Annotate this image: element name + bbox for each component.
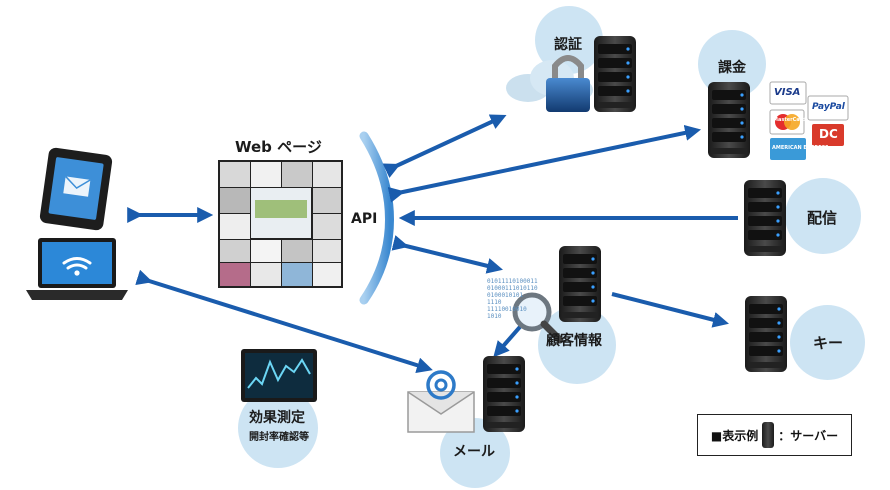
envelope-at-icon: [407, 370, 475, 433]
binary-line: 0100010101: [487, 292, 524, 299]
server-icon-mail: [483, 356, 525, 432]
tablet-mail-icon: [39, 147, 113, 231]
payment-brand-icons: [769, 81, 849, 160]
brand-mastercard: MasterCard: [773, 117, 806, 123]
server-icon-customer: [559, 246, 601, 322]
label-auth: 認証: [554, 37, 582, 53]
label-effect-sub: 開封率確認等: [249, 432, 309, 443]
binary-data-block: 01011110100011 01000111010110 0100010101…: [487, 278, 538, 320]
label-effect: 効果測定: [249, 410, 305, 426]
laptop-wifi-icon: [26, 238, 128, 300]
brand-paypal: PayPal: [812, 102, 845, 112]
binary-line: 01000111010110: [487, 285, 538, 292]
label-api: API: [351, 211, 378, 227]
arrow-api-auth: [382, 114, 507, 178]
bubble-delivery: [785, 178, 861, 254]
binary-line: 1010: [487, 313, 502, 320]
binary-line: 11110010010: [487, 306, 527, 313]
binary-line: 01011110100011: [487, 278, 538, 285]
label-billing: 課金: [718, 60, 746, 76]
legend-prefix: ■表示例: [710, 428, 759, 443]
server-icon: [762, 422, 775, 448]
binary-line: 1110: [487, 299, 502, 306]
legend-suffix: ：サーバー: [778, 428, 839, 443]
server-icon-delivery: [744, 180, 786, 256]
arrow-laptop-mail: [135, 269, 433, 373]
bubble-key: [790, 305, 865, 380]
cloud-lock-icon: [506, 55, 593, 112]
server-icon-billing: [708, 82, 750, 158]
brand-amex: AMERICAN EXPRESS: [772, 145, 829, 151]
magnifier-icon: [512, 292, 564, 344]
label-customer-info: 顧客情報: [546, 333, 602, 349]
legend-box: ■表示例 ：サーバー: [697, 414, 852, 456]
label-web-page: Web ページ: [235, 138, 322, 156]
label-mail: メール: [453, 444, 495, 460]
monitor-chart-icon: [241, 349, 317, 402]
arrow-customer-key: [611, 292, 729, 328]
server-icon-auth: [594, 36, 636, 112]
brand-dc: DC: [819, 127, 838, 141]
web-page-thumbnails: [218, 160, 343, 288]
arrow-api-billing: [387, 124, 702, 203]
label-key: キー: [813, 334, 844, 352]
server-icon-key: [745, 296, 787, 372]
label-delivery: 配信: [807, 209, 838, 227]
brand-visa: VISA: [774, 87, 801, 98]
arrow-api-customer: [391, 235, 503, 274]
